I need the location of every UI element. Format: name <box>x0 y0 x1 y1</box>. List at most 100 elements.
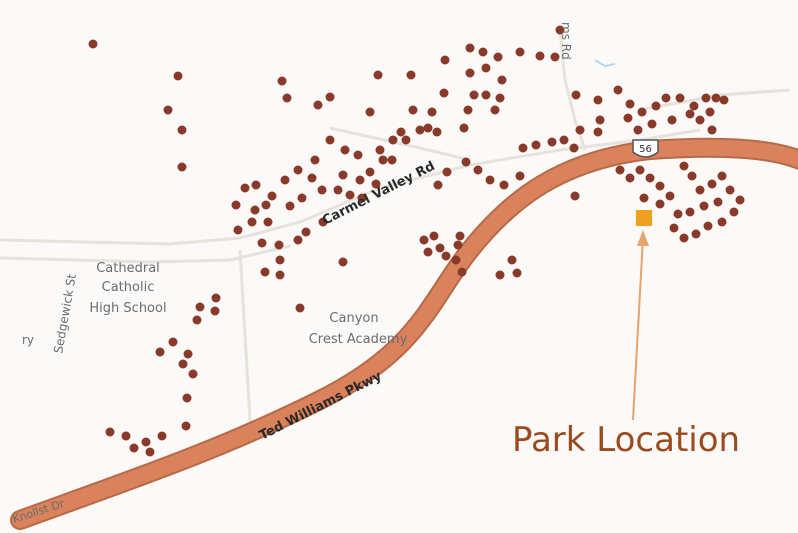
label-school-line1: Cathedral <box>96 261 160 276</box>
house-dot <box>293 235 303 245</box>
house-dot <box>387 155 397 165</box>
house-dot <box>639 193 649 203</box>
house-dot <box>388 135 398 145</box>
house-dot <box>285 201 295 211</box>
house-dot <box>507 255 517 265</box>
house-dot <box>275 255 285 265</box>
house-dot <box>461 157 471 167</box>
house-dot <box>293 165 303 175</box>
house-dot <box>623 113 633 123</box>
house-dot <box>703 221 713 231</box>
house-dot <box>465 43 475 53</box>
house-dot <box>713 197 723 207</box>
house-dot <box>679 161 689 171</box>
label-school-line3: High School <box>89 301 166 316</box>
house-dot <box>440 55 450 65</box>
house-dot <box>373 70 383 80</box>
house-dot <box>357 193 367 203</box>
house-dot <box>687 171 697 181</box>
house-dot <box>375 145 385 155</box>
house-dot <box>455 231 465 241</box>
house-dot <box>129 443 139 453</box>
house-dot <box>433 180 443 190</box>
house-dot <box>493 52 503 62</box>
house-dot <box>157 431 167 441</box>
house-dot <box>593 95 603 105</box>
house-dot <box>705 107 715 117</box>
house-dot <box>661 93 671 103</box>
house-dot <box>647 119 657 129</box>
house-dot <box>173 71 183 81</box>
house-dot <box>735 195 745 205</box>
house-dot <box>355 175 365 185</box>
house-dot <box>531 140 541 150</box>
house-dot <box>231 200 241 210</box>
house-dot <box>145 447 155 457</box>
house-dot <box>729 207 739 217</box>
house-dot <box>625 173 635 183</box>
creek-line <box>594 59 616 68</box>
house-dot <box>267 191 277 201</box>
house-dot <box>163 105 173 115</box>
label-school-line2: Catholic <box>102 280 155 295</box>
house-dot <box>318 217 328 227</box>
house-dot <box>651 101 661 111</box>
house-dot <box>701 93 711 103</box>
house-dot <box>240 183 250 193</box>
house-dot <box>685 207 695 217</box>
academy-street-line <box>238 249 257 431</box>
house-dot <box>625 99 635 109</box>
house-dot <box>595 115 605 125</box>
house-dot <box>340 145 350 155</box>
house-dot <box>593 127 603 137</box>
house-dot <box>423 247 433 257</box>
house-dot <box>669 223 679 233</box>
house-dot <box>439 88 449 98</box>
highway-ted-williams <box>12 139 798 528</box>
house-dot <box>635 165 645 175</box>
house-dot <box>317 185 327 195</box>
houses-layer <box>88 25 745 457</box>
house-dot <box>518 143 528 153</box>
park-marker <box>636 210 652 226</box>
house-dot <box>365 107 375 117</box>
house-dot <box>547 137 557 147</box>
annotation-arrow-line <box>632 237 644 421</box>
house-dot <box>453 240 463 250</box>
house-dot <box>250 205 260 215</box>
house-dot <box>338 170 348 180</box>
upper-street-line <box>329 126 471 162</box>
house-dot <box>717 217 727 227</box>
house-dot <box>465 68 475 78</box>
house-dot <box>88 39 98 49</box>
house-dot <box>575 125 585 135</box>
house-dot <box>260 267 270 277</box>
house-dot <box>345 190 355 200</box>
house-dot <box>550 52 560 62</box>
house-dot <box>695 115 705 125</box>
house-dot <box>419 235 429 245</box>
house-dot <box>325 135 335 145</box>
house-dot <box>297 193 307 203</box>
house-dot <box>415 125 425 135</box>
valley-street-line <box>0 128 701 246</box>
arrow-head-icon <box>637 230 649 246</box>
house-dot <box>177 125 187 135</box>
house-dot <box>307 173 317 183</box>
house-dot <box>497 75 507 85</box>
house-dot <box>478 47 488 57</box>
house-dot <box>535 51 545 61</box>
house-dot <box>451 255 461 265</box>
house-dot <box>188 369 198 379</box>
shield-number: 56 <box>639 144 652 155</box>
house-dot <box>408 105 418 115</box>
house-dot <box>325 92 335 102</box>
house-dot <box>719 95 729 105</box>
label-ted-williams-pkwy: Ted Williams Pkwy <box>257 369 385 444</box>
house-dot <box>457 267 467 277</box>
house-dot <box>251 180 261 190</box>
house-dot <box>365 167 375 177</box>
house-dot <box>515 47 525 57</box>
house-dot <box>182 393 192 403</box>
label-academy-line2: Crest Academy <box>309 332 408 347</box>
